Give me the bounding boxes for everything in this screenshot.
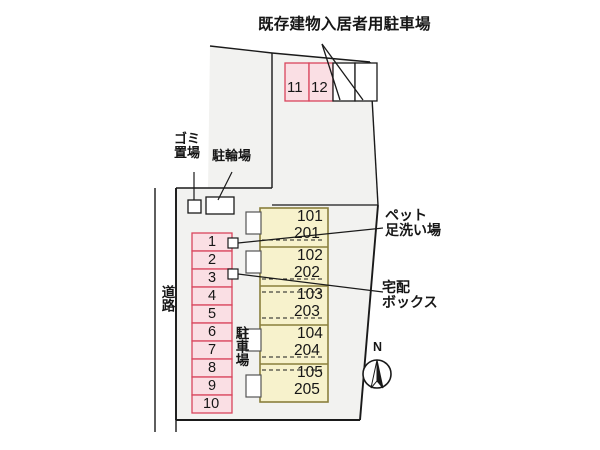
unit-205-label: 205 bbox=[294, 381, 320, 398]
parking-stall-9-label: 9 bbox=[208, 378, 217, 394]
unit-102-label: 102 bbox=[297, 247, 323, 264]
existing-stall-11[interactable] bbox=[284, 62, 310, 102]
gomi-label: ゴミ 置場 bbox=[174, 132, 201, 161]
unit-104-label: 104 bbox=[297, 325, 323, 342]
gomi-box[interactable] bbox=[187, 199, 202, 214]
compass-needle-dark bbox=[376, 359, 384, 389]
parking-stall-5-label: 5 bbox=[208, 306, 217, 322]
delivery-box-label: 宅配 ボックス bbox=[382, 280, 438, 312]
delivery-box-marker[interactable] bbox=[227, 268, 239, 280]
unit-101-label: 101 bbox=[297, 208, 323, 225]
unit-203-label: 203 bbox=[294, 303, 320, 320]
unit-partitions bbox=[262, 239, 324, 371]
parking-stall-1-label: 1 bbox=[208, 234, 217, 250]
unit-201-label: 201 bbox=[294, 225, 320, 242]
existing-parking-group bbox=[284, 62, 378, 102]
parking-stall-10[interactable] bbox=[191, 394, 233, 414]
road-label: 道路 bbox=[158, 285, 175, 312]
parking-stall-10-label: 10 bbox=[203, 396, 220, 412]
bicycle-parking-box[interactable] bbox=[205, 196, 235, 215]
bicycle-parking-label: 駐輪場 bbox=[212, 149, 252, 164]
site-edge-top bbox=[271, 52, 371, 63]
existing-stall-12[interactable] bbox=[308, 62, 334, 102]
parking-stall-8-label: 8 bbox=[208, 360, 217, 376]
entrance-stub-3 bbox=[245, 328, 262, 352]
unit-105-label: 105 bbox=[297, 364, 323, 381]
bicycle-leader bbox=[217, 171, 233, 201]
title-leader-right bbox=[321, 43, 364, 101]
delivery-box-leader bbox=[237, 273, 384, 293]
existing-stall-11-label: 11 bbox=[287, 79, 303, 96]
entrance-stub-1 bbox=[245, 211, 262, 235]
parking-lot-label: 駐車場 bbox=[232, 326, 249, 367]
existing-stall-plain-2[interactable] bbox=[354, 62, 378, 102]
parking-stall-4-label: 4 bbox=[208, 288, 217, 304]
parking-stall-2-label: 2 bbox=[208, 252, 217, 268]
building-entrances bbox=[245, 211, 262, 398]
pet-wash-label: ペット 足洗い場 bbox=[385, 208, 441, 240]
unit-202-label: 202 bbox=[294, 264, 320, 281]
existing-stall-plain-1[interactable] bbox=[332, 62, 356, 102]
entrance-stub-2 bbox=[245, 250, 262, 274]
unit-204-label: 204 bbox=[294, 342, 320, 359]
page-title: 既存建物入居者用駐車場 bbox=[258, 15, 431, 33]
unit-103-label: 103 bbox=[297, 286, 323, 303]
parking-stall-3-label: 3 bbox=[208, 270, 217, 286]
pet-wash-leader bbox=[237, 227, 384, 244]
site-edge-right-lower bbox=[359, 204, 379, 421]
title-leader-left bbox=[321, 43, 341, 101]
pet-wash-marker[interactable] bbox=[227, 237, 239, 249]
compass-north-label: N bbox=[373, 340, 383, 354]
existing-stall-12-label: 12 bbox=[311, 79, 328, 96]
entrance-stub-4 bbox=[245, 374, 262, 398]
parking-stall-6-label: 6 bbox=[208, 324, 217, 340]
compass-rose bbox=[362, 359, 392, 389]
site-edge-upper-left bbox=[209, 45, 273, 54]
parking-stall-7-label: 7 bbox=[208, 342, 217, 358]
parking-stalls-group bbox=[191, 232, 233, 414]
